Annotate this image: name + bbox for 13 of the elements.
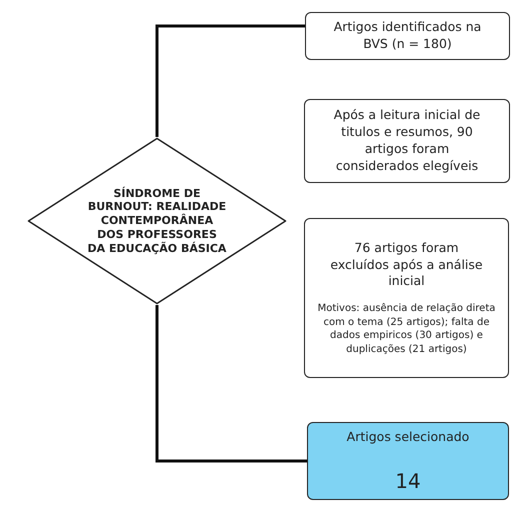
diamond-title: SÍNDROME DE BURNOUT: REALIDADE CONTEMPORÂNEA DOS PROFESSORES DA EDUCAÇÃO BÁSICA <box>87 186 227 256</box>
box-text: 76 artigos foram excluídos após a análise inicial <box>329 240 484 290</box>
process-box <box>304 218 509 378</box>
box-text: Artigos identificados na BVS (n = 180) <box>332 19 482 53</box>
result-box <box>307 422 509 500</box>
connector-line <box>156 305 307 462</box>
box-text: Artigos selecionado <box>346 429 470 446</box>
box-text: Após a leitura inicial de titulos e resumos, 90 artigos foram considerados elegíveis <box>332 107 482 175</box>
box-note: Motivos: ausência de relação direta com o tema (25 artigos); falta de dados empiricos (30 artigos) e duplicações (21 artigos) <box>316 302 496 356</box>
process-box <box>305 12 510 60</box>
process-box <box>304 99 510 183</box>
connector-line <box>156 24 305 137</box>
count-value: 14 <box>394 469 422 493</box>
